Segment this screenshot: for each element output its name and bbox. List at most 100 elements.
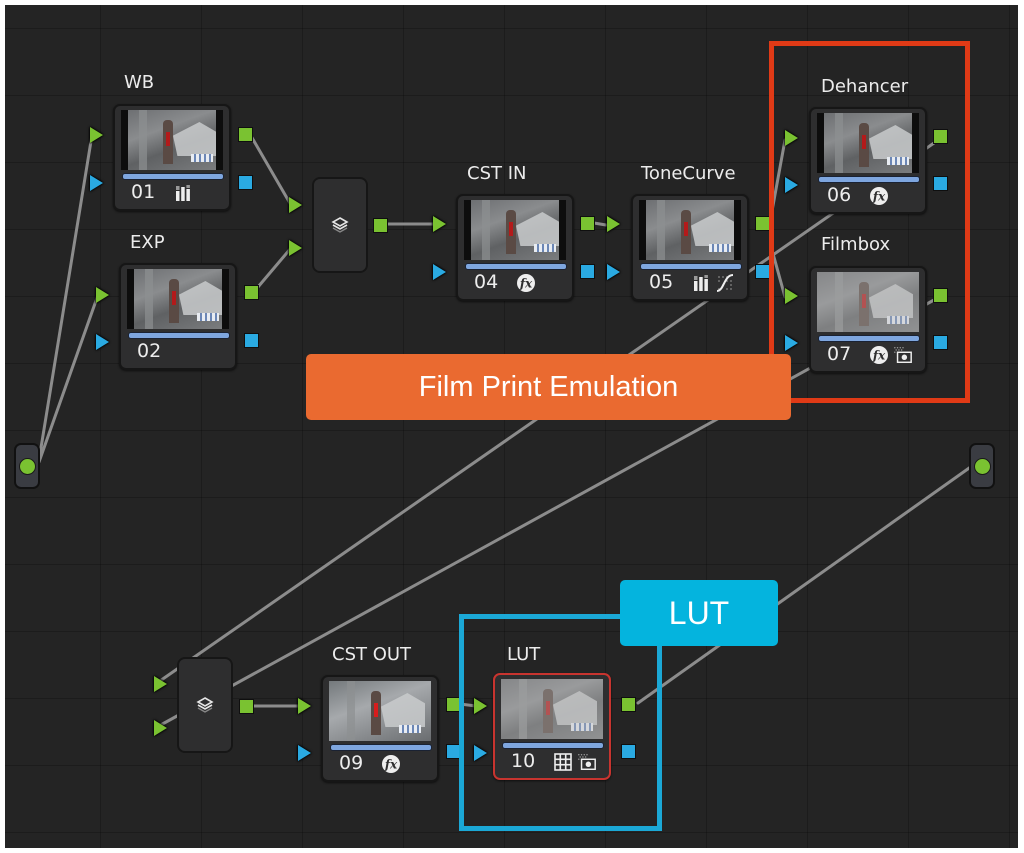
mixer1-input-2[interactable] bbox=[289, 240, 302, 256]
node-01-key-output[interactable] bbox=[238, 175, 253, 190]
node-09-key-input[interactable] bbox=[298, 745, 311, 761]
node-label: CST OUT bbox=[332, 644, 412, 665]
node-04-cst-in[interactable]: 04 fx bbox=[456, 194, 574, 301]
node-number: 02 bbox=[137, 340, 162, 362]
svg-text:fx: fx bbox=[872, 190, 886, 204]
node-01-wb[interactable]: 01 bbox=[113, 104, 231, 211]
node-thumbnail bbox=[817, 113, 919, 173]
node-05-rgb-input[interactable] bbox=[607, 216, 620, 232]
color-bars-icon bbox=[176, 185, 190, 201]
node-number: 07 bbox=[827, 343, 852, 365]
node-number: 09 bbox=[339, 752, 364, 774]
fx-icon: fx bbox=[517, 274, 535, 292]
mixer2-input-1[interactable] bbox=[154, 676, 167, 692]
node-label: Dehancer bbox=[821, 76, 909, 97]
node-09-rgb-input[interactable] bbox=[298, 698, 311, 714]
node-07-filmbox[interactable]: 07 fx bbox=[809, 266, 927, 373]
node-05-key-output[interactable] bbox=[755, 264, 770, 279]
node-04-key-output[interactable] bbox=[580, 264, 595, 279]
node-06-rgb-input[interactable] bbox=[785, 130, 798, 146]
node-number: 04 bbox=[474, 271, 499, 293]
output-endpoint[interactable] bbox=[969, 443, 995, 489]
node-04-rgb-output[interactable] bbox=[580, 216, 595, 231]
node-thumbnail bbox=[329, 681, 431, 741]
node-label: LUT bbox=[507, 644, 541, 665]
node-04-key-input[interactable] bbox=[433, 264, 446, 280]
fx-icon: fx bbox=[870, 346, 888, 364]
node-01-rgb-output[interactable] bbox=[238, 127, 253, 142]
node-02-rgb-input[interactable] bbox=[96, 287, 109, 303]
node-01-rgb-input[interactable] bbox=[90, 127, 103, 143]
node-06-dehancer[interactable]: 06 fx bbox=[809, 107, 927, 214]
node-label: ToneCurve bbox=[641, 163, 736, 184]
node-06-key-output[interactable] bbox=[933, 176, 948, 191]
lut-group-frame bbox=[459, 614, 662, 831]
node-label: CST IN bbox=[467, 163, 527, 184]
node-05-tonecurve[interactable]: 05 bbox=[631, 194, 749, 301]
node-thumbnail bbox=[121, 110, 223, 170]
node-05-key-input[interactable] bbox=[607, 264, 620, 280]
node-number: 06 bbox=[827, 184, 852, 206]
node-09-cst-out[interactable]: 09 fx bbox=[321, 675, 439, 782]
node-02-exp[interactable]: 02 bbox=[119, 263, 237, 370]
node-07-rgb-input[interactable] bbox=[785, 288, 798, 304]
node-status-bar bbox=[465, 263, 567, 270]
node-10-lut[interactable]: 10 bbox=[493, 673, 611, 780]
mixer2-output[interactable] bbox=[239, 699, 254, 714]
node-10-key-output[interactable] bbox=[621, 744, 636, 759]
layers-icon bbox=[196, 697, 214, 713]
blur-mask-icon bbox=[894, 347, 912, 364]
node-status-bar bbox=[122, 173, 224, 180]
layers-icon bbox=[331, 217, 349, 233]
node-02-key-input[interactable] bbox=[96, 334, 109, 350]
svg-text:fx: fx bbox=[872, 349, 886, 363]
node-label: Filmbox bbox=[821, 234, 891, 255]
output-dot-icon bbox=[973, 457, 991, 475]
fx-icon: fx bbox=[382, 755, 400, 773]
node-07-rgb-output[interactable] bbox=[933, 288, 948, 303]
source-input-endpoint[interactable] bbox=[14, 443, 40, 489]
node-06-key-input[interactable] bbox=[785, 177, 798, 193]
node-number: 01 bbox=[131, 181, 156, 203]
node-label: EXP bbox=[130, 232, 165, 253]
mixer1-output[interactable] bbox=[373, 218, 388, 233]
node-status-bar bbox=[818, 176, 920, 183]
node-thumbnail bbox=[127, 269, 229, 329]
node-thumbnail bbox=[464, 200, 566, 260]
node-status-bar bbox=[330, 744, 432, 751]
node-07-key-output[interactable] bbox=[933, 335, 948, 350]
node-thumbnail bbox=[501, 679, 603, 739]
node-04-rgb-input[interactable] bbox=[433, 216, 446, 232]
node-status-bar bbox=[502, 742, 604, 749]
lut-callout: LUT bbox=[620, 580, 778, 646]
node-thumbnail bbox=[639, 200, 741, 260]
mixer1-input-1[interactable] bbox=[289, 197, 302, 213]
svg-text:fx: fx bbox=[384, 758, 398, 772]
layer-mixer-node-1[interactable] bbox=[312, 177, 368, 273]
node-number: 05 bbox=[649, 271, 674, 293]
color-bars-icon bbox=[694, 275, 708, 291]
node-10-key-input[interactable] bbox=[474, 745, 487, 761]
node-status-bar bbox=[128, 332, 230, 339]
node-label: WB bbox=[124, 72, 155, 93]
node-02-rgb-output[interactable] bbox=[244, 285, 259, 300]
film-print-emulation-callout: Film Print Emulation bbox=[306, 354, 791, 420]
fx-icon: fx bbox=[870, 187, 888, 205]
node-01-key-input[interactable] bbox=[90, 175, 103, 191]
mixer2-input-2[interactable] bbox=[154, 720, 167, 736]
node-10-rgb-input[interactable] bbox=[474, 698, 487, 714]
source-dot-icon bbox=[18, 457, 36, 475]
node-05-rgb-output[interactable] bbox=[755, 216, 770, 231]
node-thumbnail bbox=[817, 272, 919, 332]
svg-text:fx: fx bbox=[519, 277, 533, 291]
node-06-rgb-output[interactable] bbox=[933, 129, 948, 144]
film-print-group-frame bbox=[769, 41, 970, 403]
node-02-key-output[interactable] bbox=[244, 333, 259, 348]
node-07-key-input[interactable] bbox=[785, 335, 798, 351]
layer-mixer-node-2[interactable] bbox=[177, 657, 233, 753]
node-status-bar bbox=[818, 335, 920, 342]
lut-grid-icon bbox=[554, 753, 572, 771]
curve-icon bbox=[716, 274, 734, 292]
node-10-rgb-output[interactable] bbox=[621, 697, 636, 712]
node-status-bar bbox=[640, 263, 742, 270]
